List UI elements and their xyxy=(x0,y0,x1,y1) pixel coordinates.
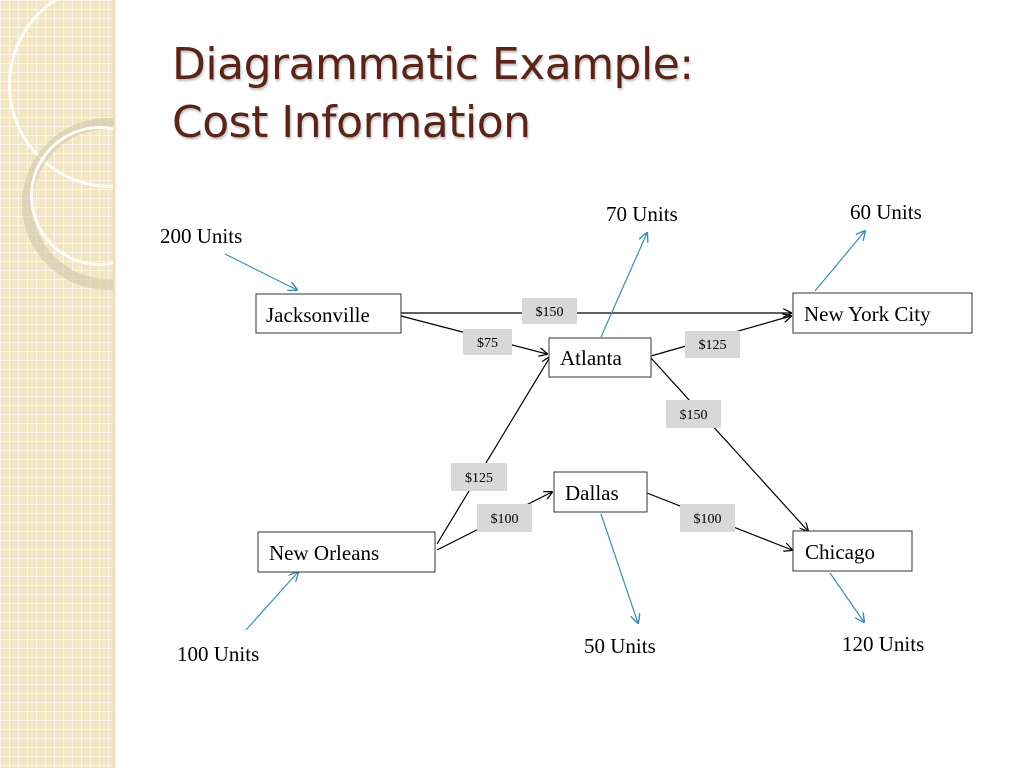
cost-label-new-orleans-atlanta: $125 xyxy=(451,463,507,491)
svg-text:New York City: New York City xyxy=(804,302,931,326)
svg-text:Chicago: Chicago xyxy=(805,540,875,564)
node-jacksonville: Jacksonville xyxy=(255,293,402,334)
cost-label-jacksonville-atlanta: $75 xyxy=(463,329,512,355)
edge-atlanta-chicago xyxy=(650,357,808,531)
cost-label-atlanta-new-york: $125 xyxy=(685,331,740,358)
svg-text:Atlanta: Atlanta xyxy=(560,346,622,370)
flow-arrow-chicago-demand xyxy=(829,572,864,622)
units-label-jacksonville: 200 Units xyxy=(160,224,242,248)
flow-arrow-dallas-demand xyxy=(600,513,638,623)
title-line-1: Diagrammatic Example: xyxy=(172,39,694,90)
node-new-orleans: New Orleans xyxy=(257,531,436,573)
flow-arrow-atlanta-demand xyxy=(600,233,647,338)
slide-title: Diagrammatic Example: Cost Information xyxy=(172,36,694,152)
svg-text:$150: $150 xyxy=(680,408,708,423)
flow-arrow-new-york-demand xyxy=(814,231,865,292)
node-chicago: Chicago xyxy=(792,530,913,572)
svg-text:Dallas: Dallas xyxy=(565,481,619,505)
svg-text:$125: $125 xyxy=(465,471,493,486)
title-line-2: Cost Information xyxy=(172,97,531,148)
cost-label-atlanta-chicago: $150 xyxy=(666,400,721,428)
node-new-york-city: New York City xyxy=(792,292,973,334)
node-atlanta: Atlanta xyxy=(548,337,652,378)
cost-label-dallas-chicago: $100 xyxy=(680,504,735,532)
node-dallas: Dallas xyxy=(553,471,648,513)
svg-text:$100: $100 xyxy=(694,512,722,527)
svg-text:$125: $125 xyxy=(699,338,727,353)
svg-text:$100: $100 xyxy=(491,512,519,527)
svg-text:Jacksonville: Jacksonville xyxy=(266,303,370,327)
svg-text:$150: $150 xyxy=(536,305,564,320)
units-label-new-orleans: 100 Units xyxy=(177,642,259,666)
edge-new-orleans-atlanta xyxy=(436,357,550,545)
cost-label-jacksonville-new-york: $150 xyxy=(522,298,577,324)
units-label-new-york-city: 60 Units xyxy=(850,200,922,224)
flow-arrow-jacksonville-supply xyxy=(224,253,297,290)
units-label-dallas: 50 Units xyxy=(584,634,656,658)
cost-label-new-orleans-dallas: $100 xyxy=(477,504,532,532)
svg-text:New Orleans: New Orleans xyxy=(269,541,379,565)
decorative-sidebar xyxy=(0,0,113,768)
svg-text:$75: $75 xyxy=(477,336,498,351)
units-label-atlanta: 70 Units xyxy=(606,202,678,226)
flow-arrow-new-orleans-supply xyxy=(245,572,298,631)
sidebar-edge xyxy=(113,0,117,768)
units-label-chicago: 120 Units xyxy=(842,632,924,656)
